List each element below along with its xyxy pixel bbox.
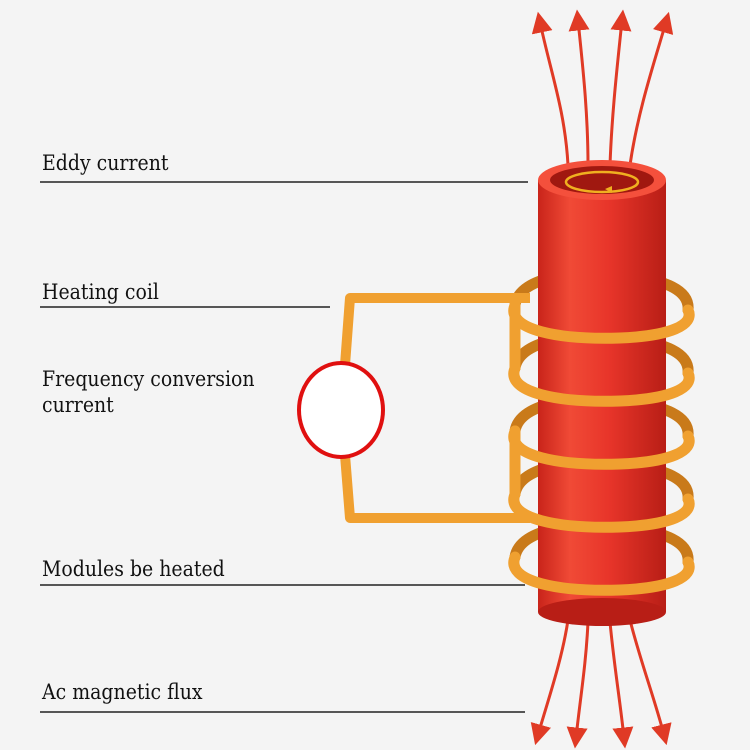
label-frequency-conversion-current: Frequency conversion current — [42, 367, 255, 417]
label-heating-coil: Heating coil — [42, 280, 159, 304]
supply-wire-bottom — [340, 454, 530, 523]
coil-turn-4 — [508, 488, 695, 533]
eddy-current-arrow-icon — [605, 186, 612, 193]
flux-arrow-top-1 — [531, 11, 570, 166]
flux-arrow-bottom-4 — [628, 619, 672, 746]
flux-arrow-bottom-3 — [608, 621, 634, 749]
coil-turn-2 — [508, 362, 695, 407]
eddy-current-loop — [564, 170, 640, 194]
flux-arrow-top-3 — [608, 9, 632, 166]
label-modules-be-heated: Modules be heated — [42, 557, 225, 581]
coil-turn-5 — [508, 551, 695, 596]
frequency-source-icon — [297, 361, 385, 459]
flux-arrows-top — [531, 9, 674, 166]
leader-lines — [40, 181, 528, 713]
supply-circuit — [340, 293, 530, 523]
coil-turn-1 — [508, 299, 695, 344]
supply-wire-top — [340, 293, 530, 366]
heating-coil — [508, 299, 695, 596]
coil-turn-3 — [508, 425, 695, 470]
rod-bottom-end — [538, 598, 666, 626]
flux-arrows-bottom — [530, 619, 672, 749]
flux-arrow-bottom-2 — [566, 621, 590, 749]
label-eddy-current: Eddy current — [42, 151, 169, 175]
label-ac-magnetic-flux: Ac magnetic flux — [42, 680, 203, 704]
flux-arrow-bottom-1 — [530, 619, 570, 746]
flux-arrow-top-2 — [568, 9, 590, 166]
flux-arrow-top-4 — [628, 11, 674, 166]
